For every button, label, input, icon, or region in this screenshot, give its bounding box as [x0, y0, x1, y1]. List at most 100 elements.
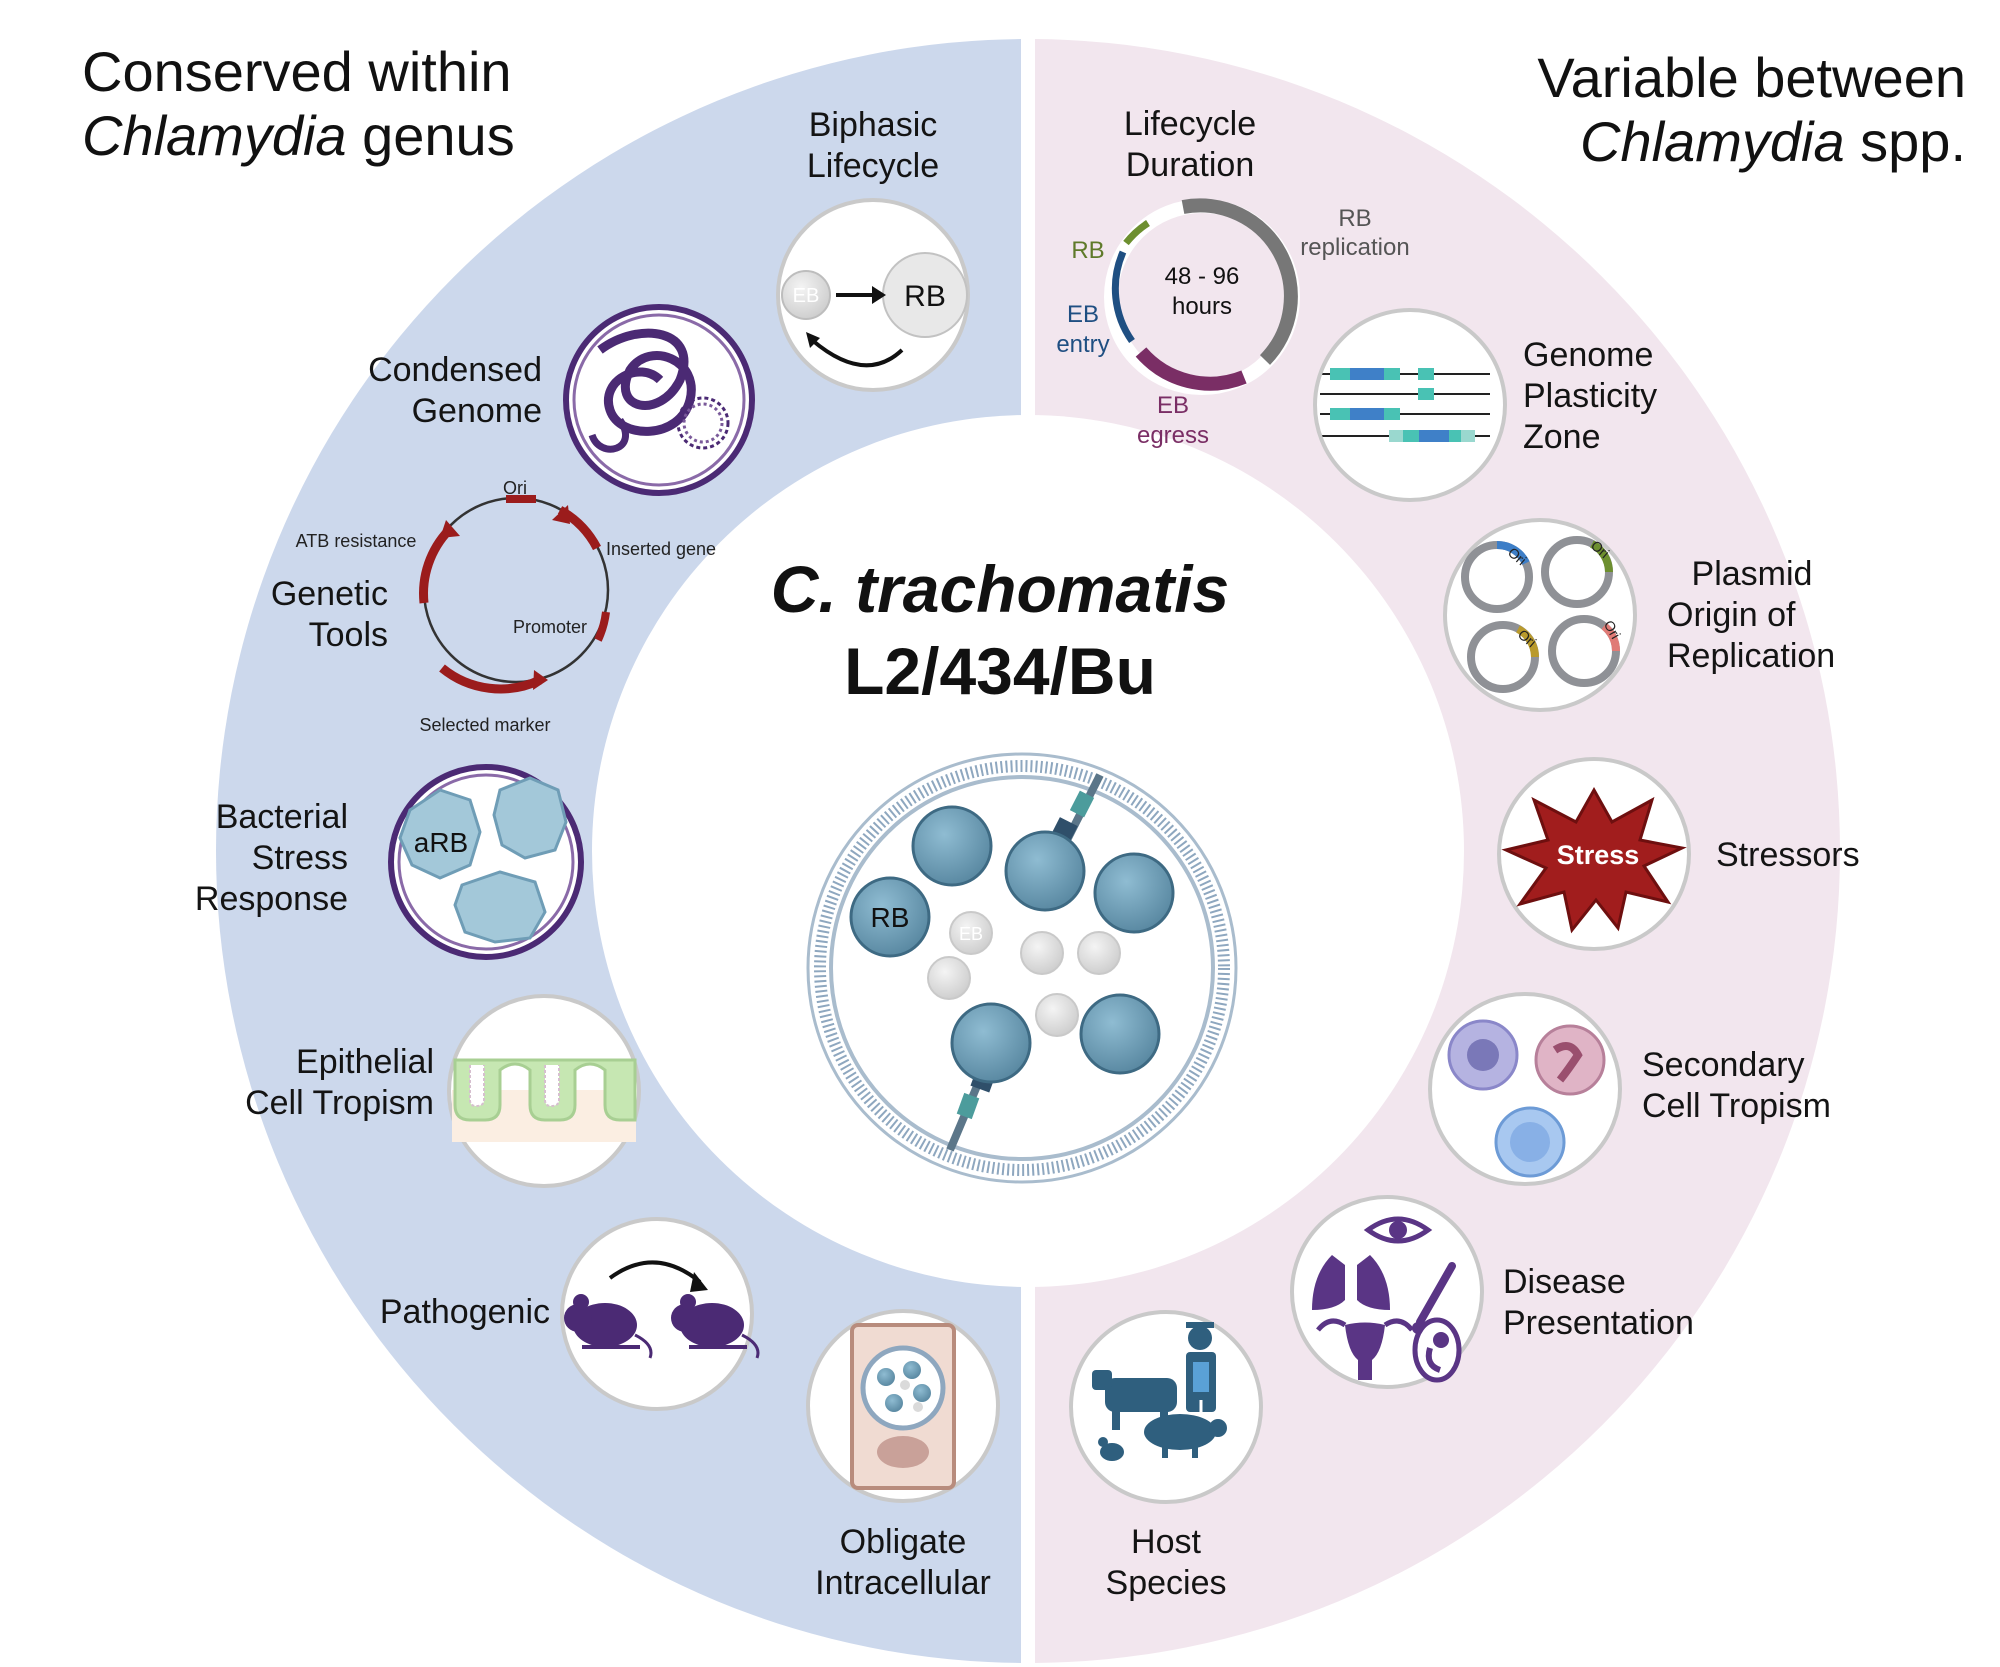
plasmid-selected-label: Selected marker	[419, 715, 550, 735]
plasmid-origin-label: Plasmid Origin of Replication	[1667, 554, 1847, 677]
epithelial-line2: Cell Tropism	[245, 1084, 434, 1122]
stress-response-icon	[388, 764, 584, 960]
plasticity-line2: Plasticity	[1523, 377, 1658, 415]
condensed-line1: Condensed	[368, 351, 542, 389]
eb-egress-label-2: egress	[1137, 422, 1209, 449]
pig-icon	[1144, 1414, 1227, 1458]
left-heading: Conserved within Chlamydia genus	[82, 40, 515, 168]
rb-replication-label-2: replication	[1300, 234, 1409, 261]
biphasic-line2: Lifecycle	[806, 147, 940, 185]
secondary-tropism-icon	[1428, 992, 1622, 1186]
eye-icon	[1363, 1216, 1433, 1244]
stressors-line1: Stressors	[1716, 836, 1860, 874]
right-heading-rest: spp.	[1844, 110, 1966, 173]
disease-icon	[1290, 1195, 1484, 1389]
host-line1: Host	[1131, 1523, 1201, 1561]
condensed-line2: Genome	[411, 392, 542, 430]
arb-label: aRB	[414, 827, 468, 858]
biphasic-rb-label: RB	[904, 280, 946, 313]
stress-line1: Bacterial	[215, 798, 348, 836]
host-cell-icon	[806, 1309, 1000, 1503]
secondary-line1: Secondary	[1642, 1046, 1805, 1084]
pathogenic-label: Pathogenic	[330, 1292, 550, 1333]
hours-top-label: 48 - 96	[1165, 263, 1240, 290]
biphasic-lifecycle-label: Biphasic Lifecycle	[773, 105, 973, 187]
host-species-label: Host Species	[1086, 1522, 1246, 1604]
uterus-icon	[1316, 1318, 1414, 1380]
host-species-icon	[1069, 1310, 1263, 1504]
plasmid-map-icon	[419, 495, 610, 694]
plasmid-promoter-label: Promoter	[513, 617, 587, 637]
obligate-intracellular-label: Obligate Intracellular	[793, 1522, 1013, 1604]
plasmid-line2: Origin of	[1667, 596, 1796, 634]
disease-line2: Presentation	[1503, 1304, 1694, 1342]
condensed-genome-icon	[563, 304, 755, 496]
disease-presentation-label: Disease Presentation	[1503, 1262, 1694, 1344]
eb-entry-label-2: entry	[1056, 331, 1109, 358]
eb-egress-label-1: EB	[1157, 392, 1189, 419]
duration-line2: Duration	[1125, 146, 1255, 184]
rb-replication-label-1: RB	[1338, 205, 1371, 232]
genetic-line1: Genetic	[270, 575, 388, 613]
stress-badge-label: Stress	[1557, 840, 1640, 870]
plasmid-ori-label: Ori	[503, 478, 527, 498]
left-heading-genus: Chlamydia	[82, 104, 347, 167]
center-eb-label: EB	[959, 924, 983, 944]
genome-plasticity-icon	[1313, 308, 1507, 502]
strain-name: L2/434/Bu	[844, 634, 1156, 708]
left-heading-line1: Conserved within	[82, 40, 512, 103]
genome-plasticity-label: Genome Plasticity Zone	[1523, 335, 1657, 458]
stress-line2: Stress	[251, 839, 348, 877]
lifecycle-duration-label: Lifecycle Duration	[1095, 104, 1285, 186]
inclusion-illustration	[806, 752, 1238, 1184]
condensed-genome-label: Condensed Genome	[302, 350, 542, 432]
right-heading-line1: Variable between	[1537, 46, 1966, 109]
genetic-tools-label: Genetic Tools	[218, 574, 388, 656]
chicken-icon	[1098, 1437, 1124, 1461]
plasmid-line3: Replication	[1667, 637, 1836, 675]
lungs-icon	[1312, 1255, 1390, 1310]
plasticity-line3: Zone	[1523, 418, 1601, 456]
stress-response-label: Bacterial Stress Response	[140, 797, 348, 920]
farmer-icon	[1186, 1322, 1216, 1420]
secondary-line2: Cell Tropism	[1642, 1087, 1831, 1125]
starburst-icon	[1501, 786, 1687, 934]
left-heading-line2: Chlamydia genus	[82, 104, 515, 168]
center-rb-label: RB	[871, 902, 910, 933]
disease-line1: Disease	[1503, 1263, 1626, 1301]
obligate-line1: Obligate	[839, 1523, 967, 1561]
center-title: C. trachomatis L2/434/Bu	[720, 548, 1280, 712]
eb-entry-label-1: EB	[1067, 301, 1099, 328]
stress-line3: Response	[194, 880, 348, 918]
duration-rb-label: RB	[1071, 237, 1104, 264]
biphasic-eb-label: EB	[793, 285, 820, 307]
biphasic-line1: Biphasic	[808, 106, 938, 144]
plasmid-atb-label: ATB resistance	[296, 531, 417, 551]
biphasic-lifecycle-icon	[776, 198, 970, 392]
duration-line1: Lifecycle	[1123, 105, 1257, 143]
left-heading-rest: genus	[346, 104, 515, 167]
hours-bottom-label: hours	[1172, 293, 1232, 320]
right-heading-line2: Chlamydia spp.	[1537, 110, 1966, 174]
eb-particles	[927, 911, 1121, 1037]
epithelial-tropism-label: Epithelial Cell Tropism	[190, 1042, 434, 1124]
lifecycle-duration-icon	[1104, 198, 1300, 395]
obligate-line2: Intracellular	[815, 1564, 991, 1602]
pathogenic-icon	[560, 1217, 760, 1411]
epithelial-line1: Epithelial	[296, 1043, 434, 1081]
secondary-tropism-label: Secondary Cell Tropism	[1642, 1045, 1831, 1127]
host-line2: Species	[1105, 1564, 1227, 1602]
stressors-label: Stressors	[1716, 835, 1860, 876]
rb-particles	[849, 805, 1175, 1084]
plasticity-line1: Genome	[1523, 336, 1654, 374]
plasmid-origin-icon	[1443, 518, 1637, 712]
stressors-icon	[1497, 757, 1691, 951]
fetus-icon	[1412, 1317, 1462, 1383]
plasmid-line1: Plasmid	[1691, 555, 1813, 593]
right-heading: Variable between Chlamydia spp.	[1537, 46, 1966, 174]
genetic-line2: Tools	[308, 616, 388, 654]
plasmid-inserted-label: Inserted gene	[606, 539, 716, 559]
mouse-icon	[564, 1294, 653, 1359]
